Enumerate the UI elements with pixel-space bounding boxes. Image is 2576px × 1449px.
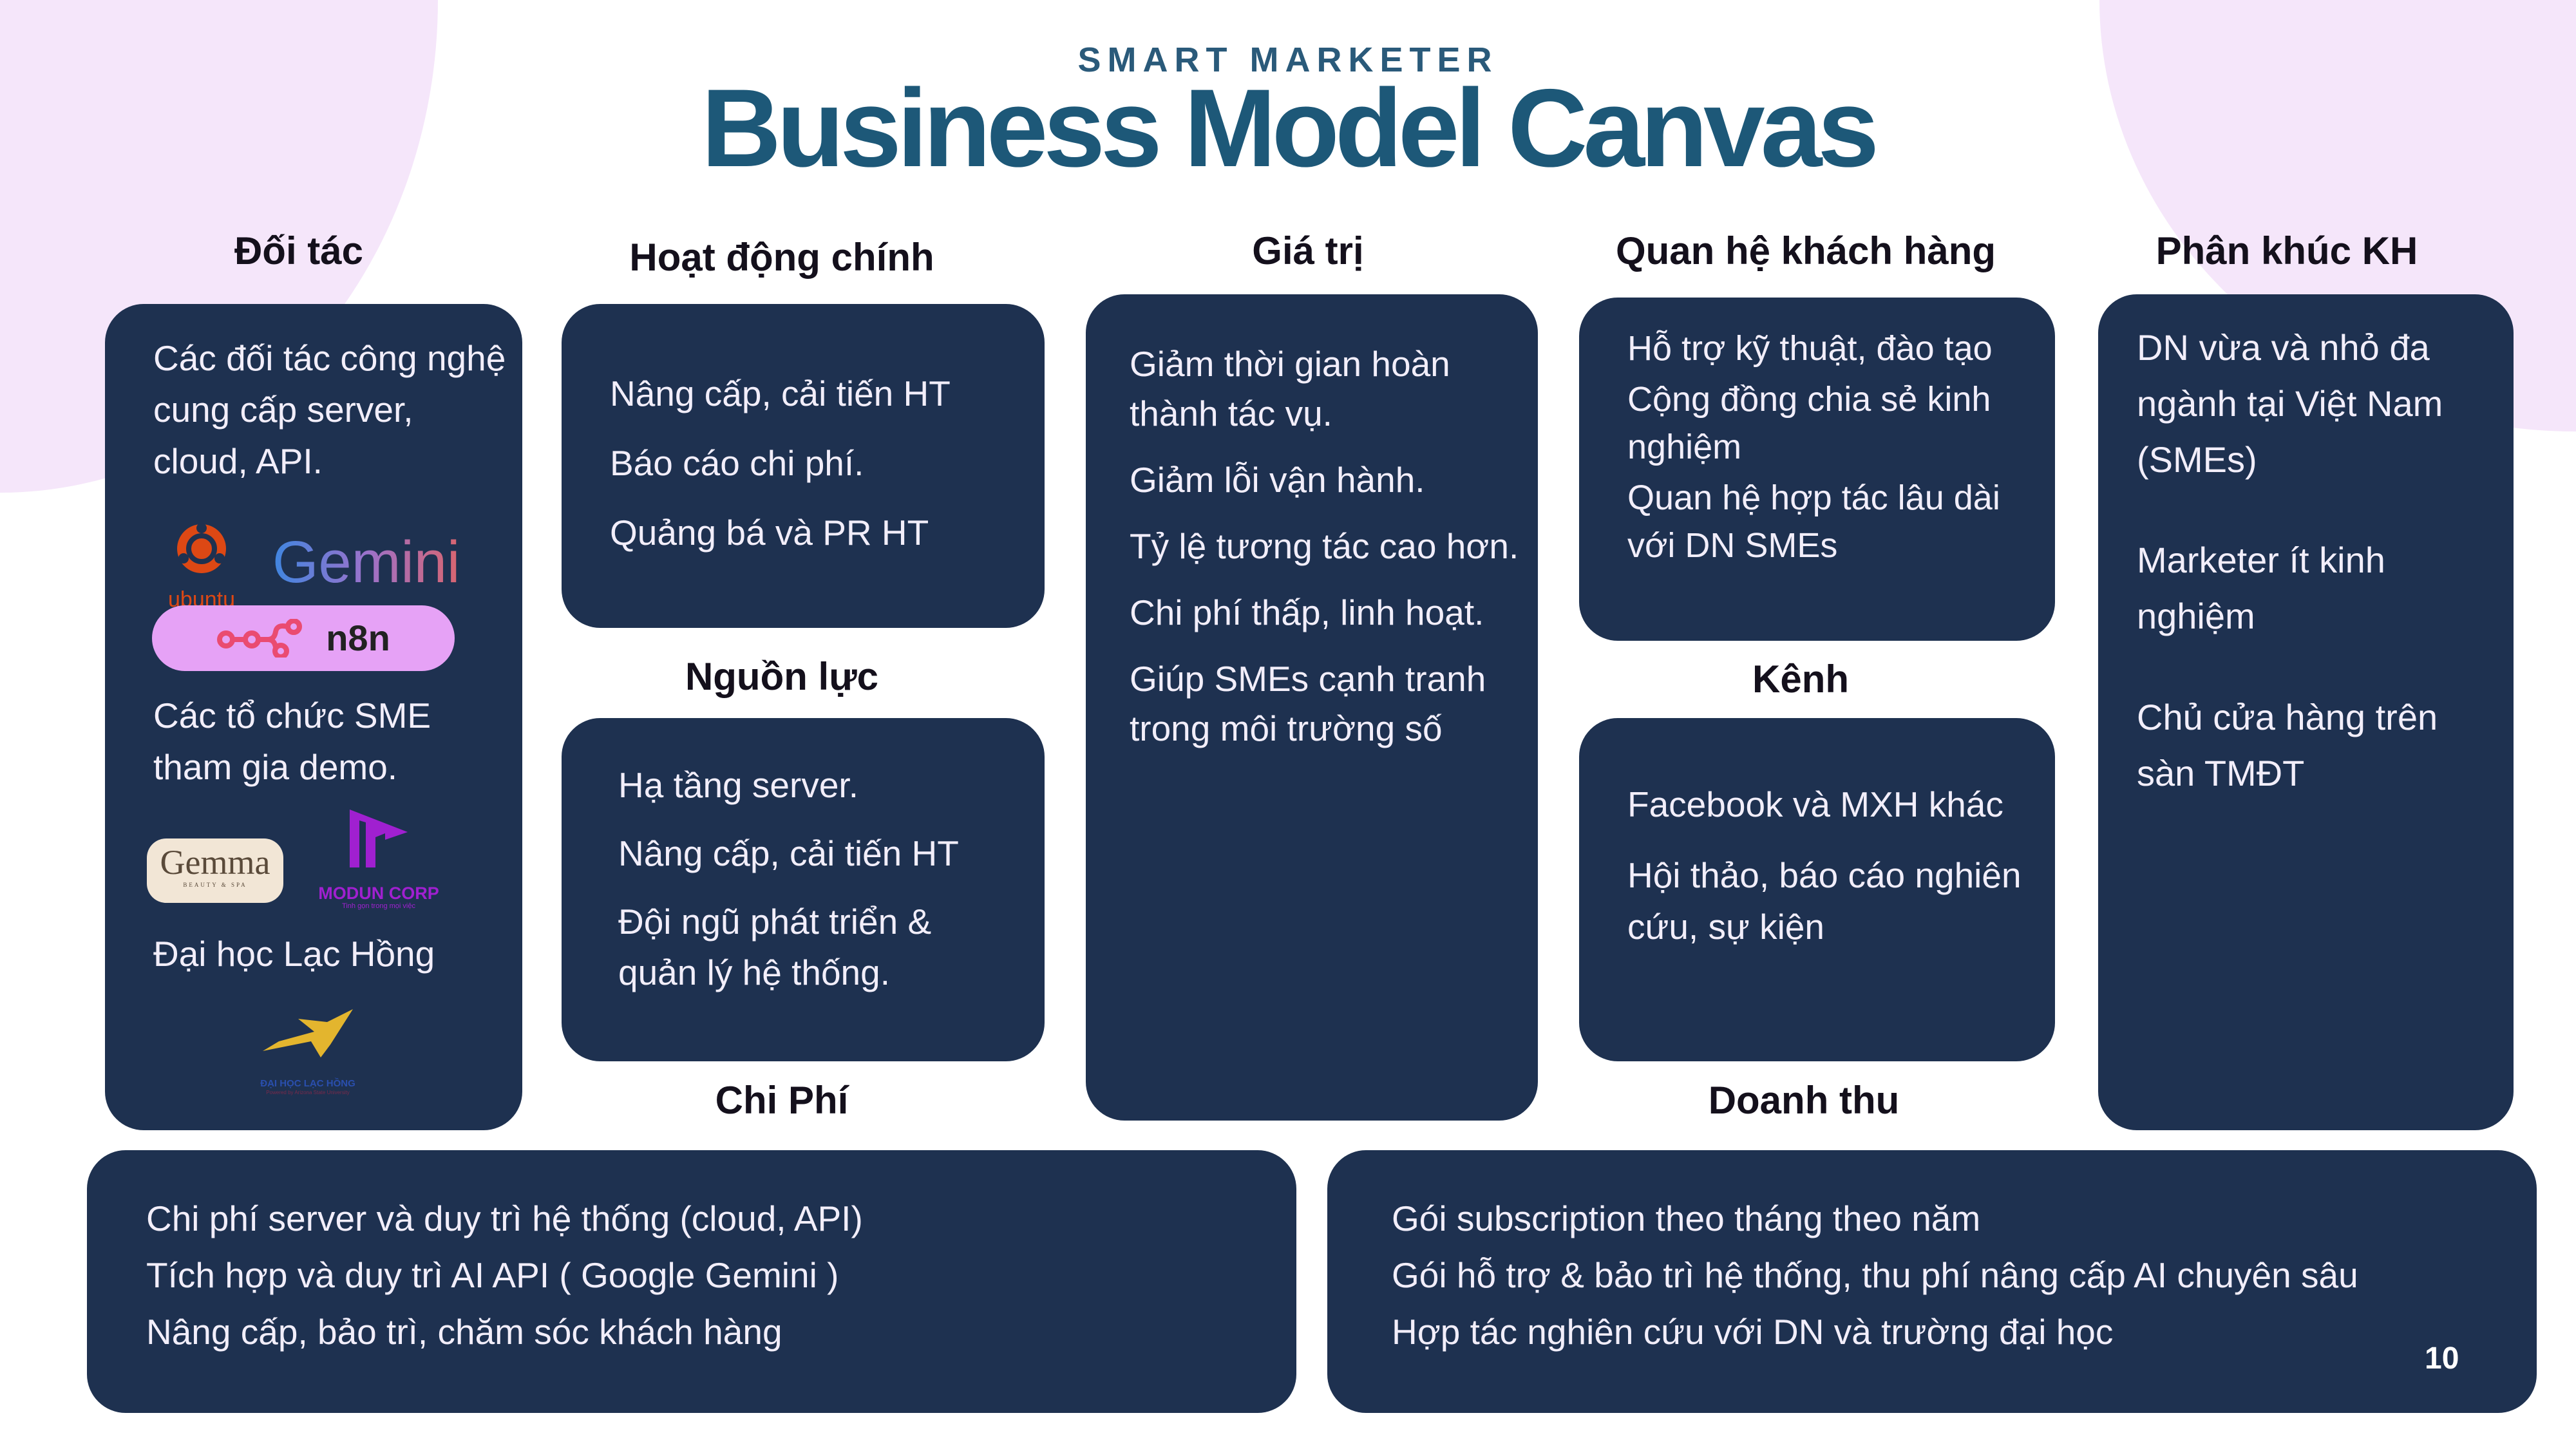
channels-list: Facebook và MXH khác Hội thảo, báo cáo n… [1627,779,2042,952]
value-item: Giúp SMEs cạnh tranh trong môi trường số [1130,659,1486,748]
resources-item: Nâng cấp, cải tiến HT [618,833,959,873]
segments-box: DN vừa và nhỏ đa ngành tại Việt Nam (SME… [2098,294,2514,1130]
relationships-box: Hỗ trợ kỹ thuật, đào tạo Cộng đồng chia … [1579,298,2055,641]
value-box: Giảm thời gian hoàn thành tác vụ. Giảm l… [1086,294,1538,1121]
value-list: Giảm thời gian hoàn thành tác vụ. Giảm l… [1130,339,1525,753]
revenue-box: Gói subscription theo tháng theo năm Gói… [1327,1150,2537,1413]
relationships-item: Hỗ trợ kỹ thuật, đào tạo [1627,329,1993,368]
partners-item: Các đối tác công nghệ cung cấp server, c… [153,338,506,481]
costs-item: Chi phí server và duy trì hệ thống (clou… [146,1198,863,1238]
heading-value: Giá trị [1252,229,1364,272]
costs-list: Chi phí server và duy trì hệ thống (clou… [146,1190,1283,1360]
kicker: SMART MARKETER [1077,41,1499,79]
value-item: Chi phí thấp, linh hoạt. [1130,592,1484,632]
resources-item: Đội ngũ phát triển & quản lý hệ thống. [618,901,932,993]
activities-item: Quảng bá và PR HT [610,512,929,553]
segments-item: Chủ cửa hàng trên sàn TMĐT [2137,696,2438,793]
heading-resources: Nguồn lực [685,655,879,698]
costs-box: Chi phí server và duy trì hệ thống (clou… [87,1150,1296,1413]
activities-item: Báo cáo chi phí. [610,442,864,483]
gemini-logo: Gemini [272,520,460,605]
channels-item: Hội thảo, báo cáo nghiên cứu, sự kiện [1627,855,2022,947]
modun-subtext: Tinh gọn trong mọi việc [342,902,415,910]
lac-hong-text: ĐẠI HỌC LẠC HỒNG [260,1077,355,1089]
heading-relationships: Quan hệ khách hàng [1615,229,1996,272]
partners-item: Các tổ chức SME tham gia demo. [153,696,431,787]
value-item: Giảm lỗi vận hành. [1130,460,1425,500]
activities-item: Nâng cấp, cải tiến HT [610,374,951,413]
segments-list: DN vừa và nhỏ đa ngành tại Việt Nam (SME… [2137,320,2501,802]
lac-hong-subtext: Powered by Arizona State University [266,1089,350,1095]
page-title: Business Model Canvas [701,66,1879,190]
revenue-item: Gói subscription theo tháng theo năm [1392,1198,1981,1238]
relationships-item: Cộng đồng chia sẻ kinh nghiệm [1627,379,1991,467]
segments-item: DN vừa và nhỏ đa ngành tại Việt Nam (SME… [2137,327,2443,480]
costs-item: Nâng cấp, bảo trì, chăm sóc khách hàng [146,1312,782,1352]
heading-costs: Chi Phí [715,1079,849,1122]
ubuntu-icon [177,523,226,573]
channels-item: Facebook và MXH khác [1627,784,2003,824]
value-item: Tỷ lệ tương tác cao hơn. [1130,526,1519,566]
modun-text: MODUN CORP [318,883,439,903]
resources-box: Hạ tầng server. Nâng cấp, cải tiến HT Độ… [562,718,1045,1061]
heading-segments: Phân khúc KH [2155,229,2418,272]
lac-hong-logo: ĐẠI HỌC LẠC HỒNG Powered by Arizona Stat… [234,1006,382,1095]
modun-icon [350,810,408,867]
activities-list: Nâng cấp, cải tiến HT Báo cáo chi phí. Q… [610,368,1028,558]
gemma-logo: Gemma BEAUTY & SPA [147,838,283,903]
revenue-list: Gói subscription theo tháng theo năm Gói… [1392,1190,2527,1360]
activities-box: Nâng cấp, cải tiến HT Báo cáo chi phí. Q… [562,304,1045,628]
segments-item: Marketer ít kinh nghiệm [2137,540,2385,637]
n8n-logo: n8n [152,605,455,671]
revenue-item: Hợp tác nghiên cứu với DN và trường đại … [1392,1312,2114,1352]
gemma-text: Gemma [160,843,270,882]
page-number: 10 [2425,1341,2459,1376]
lac-hong-bird-icon [263,1009,353,1057]
partners-item: Đại học Lạc Hồng [153,934,435,974]
resources-item: Hạ tầng server. [618,765,858,805]
relationships-list: Hỗ trợ kỹ thuật, đào tạo Cộng đồng chia … [1627,325,2042,570]
partners-box: Các đối tác công nghệ cung cấp server, c… [105,304,522,1130]
n8n-icon [217,619,303,658]
heading-activities: Hoạt động chính [629,236,934,279]
gemma-subtext: BEAUTY & SPA [183,881,247,888]
ubuntu-logo: ubuntu [160,523,243,611]
value-item: Giảm thời gian hoàn thành tác vụ. [1130,344,1450,433]
modun-corp-logo: MODUN CORP Tinh gọn trong mọi việc [317,806,440,911]
heading-partners: Đối tác [234,229,364,272]
relationships-item: Quan hệ hợp tác lâu dài với DN SMEs [1627,478,2000,565]
costs-item: Tích hợp và duy trì AI API ( Google Gemi… [146,1255,839,1295]
resources-list: Hạ tầng server. Nâng cấp, cải tiến HT Độ… [618,760,1019,999]
channels-box: Facebook và MXH khác Hội thảo, báo cáo n… [1579,718,2055,1061]
n8n-text: n8n [326,618,390,659]
heading-revenue: Doanh thu [1708,1079,1900,1122]
revenue-item: Gói hỗ trợ & bảo trì hệ thống, thu phí n… [1392,1255,2358,1295]
heading-channels: Kênh [1752,658,1849,701]
